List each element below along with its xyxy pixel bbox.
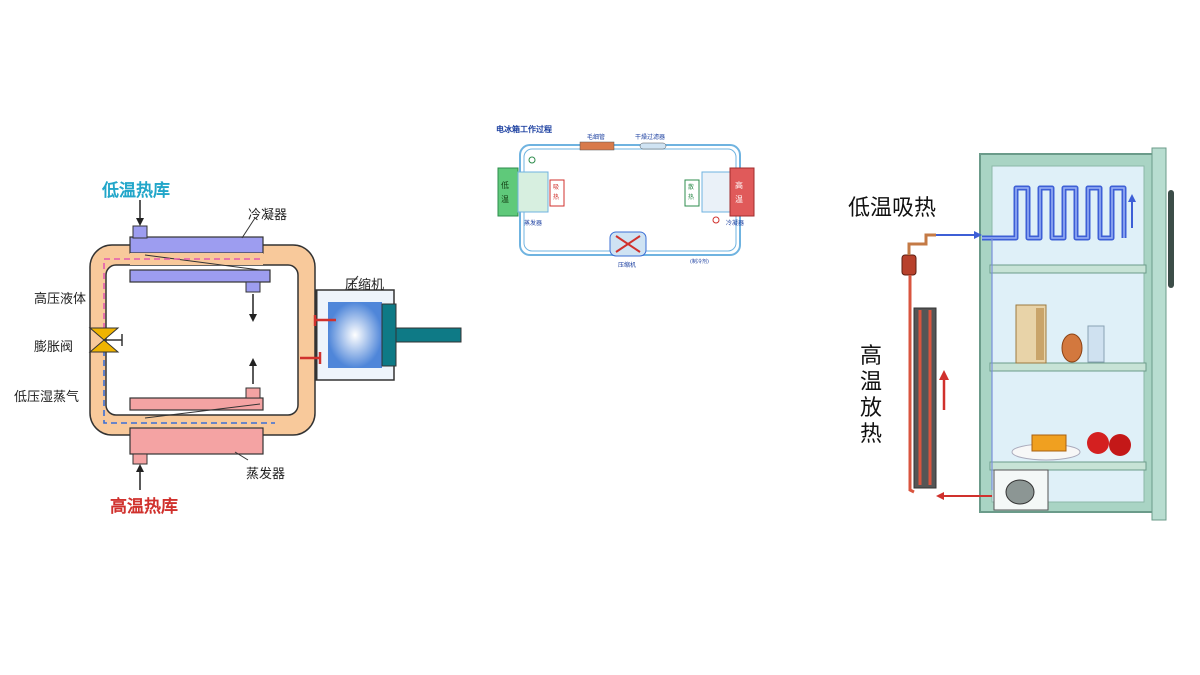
piston-rod (395, 327, 462, 343)
can (1061, 333, 1083, 363)
compressor-label: 压缩机 (618, 262, 637, 269)
absorb-label-b: 热 (553, 194, 560, 201)
refrigeration-cycle-diagram: 低温热库 冷凝器 压缩机 高压液体 膨胀阀 低压湿蒸气 蒸发器 高温热库 (10, 170, 480, 517)
compressor-piston (381, 303, 397, 367)
release-char-3: 放 (859, 396, 882, 421)
compressor-label: 压缩机 (345, 278, 385, 293)
absorb-heat-label: 低温吸热 (848, 196, 937, 221)
condenser-label: 冷凝器 (248, 208, 288, 223)
condenser-outlet (245, 281, 261, 293)
absorb-heat-box (549, 179, 565, 207)
condenser-block (729, 167, 755, 217)
hot-pipe (908, 275, 915, 494)
high-temp-reservoir-label: 高温热库 (110, 497, 178, 517)
apple-2 (1109, 434, 1131, 456)
evaporator-block (497, 167, 519, 217)
drier-filter (639, 142, 667, 150)
drier-filter-label: 干燥过滤器 (635, 134, 666, 141)
shelf-1 (989, 264, 1147, 274)
low-temp-reservoir-label: 低温热库 (102, 181, 170, 201)
evaporator-label: 蒸发器 (524, 220, 543, 227)
high-pressure-liquid-label: 高压液体 (34, 292, 87, 307)
capillary-label: 毛细管 (587, 134, 606, 141)
condenser-coil (913, 307, 937, 489)
fridge-drawing (901, 147, 1174, 521)
low-pressure-wet-vapor-label: 低压湿蒸气 (14, 390, 80, 405)
release-heat-label: 高 温 放 热 (858, 344, 884, 448)
shelf-3 (989, 461, 1147, 471)
low-temp-label-a: 低 (501, 181, 509, 190)
release-char-2: 温 (859, 370, 882, 395)
release-label-a: 散 (688, 184, 695, 191)
compressor-chamber (328, 302, 382, 368)
cycle-schematic (88, 200, 462, 490)
absorb-label-a: 吸 (553, 184, 560, 191)
evaporator-label: 蒸发器 (246, 467, 286, 482)
capillary-coil (579, 141, 615, 151)
small-note: (制冷剂) (690, 259, 709, 265)
fridge-handle (1168, 190, 1174, 288)
fridge-process-diagram: 电冰箱工作过程 毛细管 干燥过滤器 低 温 吸 热 蒸发器 压缩机 散 热 高 … (490, 120, 770, 270)
release-char-4: 热 (859, 422, 882, 447)
condenser-coil (129, 236, 264, 254)
expansion-valve-label: 膨胀阀 (34, 340, 74, 355)
high-temp-label-a: 高 (735, 181, 743, 190)
condenser-label: 冷凝器 (726, 220, 745, 227)
apple-1 (1087, 432, 1109, 454)
release-char-1: 高 (859, 344, 882, 369)
evaporator-coil (129, 397, 264, 411)
high-temp-label-b: 温 (735, 195, 743, 204)
process-title: 电冰箱工作过程 (496, 125, 552, 134)
expansion-valve-symbol (88, 327, 120, 341)
expansion-valve (901, 254, 917, 276)
refrigerant-flow-pink (103, 258, 260, 328)
fridge-process-schematic (497, 141, 755, 257)
low-temp-label-b: 温 (501, 195, 509, 204)
cheese (1031, 434, 1067, 452)
pipe-loop-inner (105, 264, 299, 416)
refrigerant-flow-blue (103, 350, 275, 424)
release-label-b: 热 (688, 194, 695, 201)
cup (1087, 325, 1105, 363)
release-heat-box (684, 179, 700, 207)
fridge-door-edge (1151, 147, 1167, 521)
evaporator-outlet (132, 453, 148, 465)
compressor (1005, 479, 1035, 505)
evaporator-inlet (245, 387, 261, 399)
condenser-inlet (132, 225, 148, 239)
refrigerator-illustration: 低温吸热 高 温 放 热 (840, 140, 1180, 540)
shelf-2 (989, 362, 1147, 372)
